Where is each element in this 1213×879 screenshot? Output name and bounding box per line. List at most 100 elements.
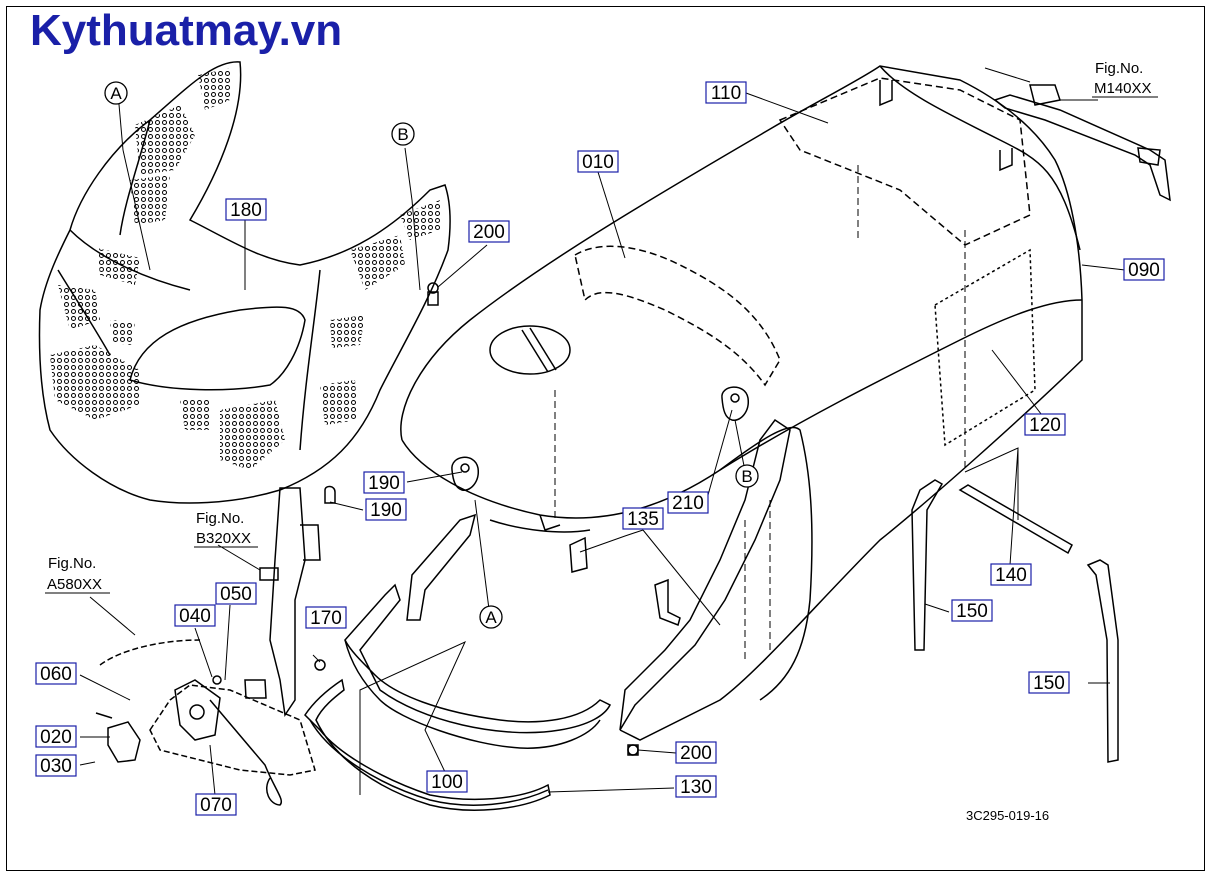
part-number-box	[468, 220, 510, 243]
part-number: 150	[1033, 673, 1065, 694]
part-number: 100	[431, 772, 463, 793]
part-number-label: 070	[195, 793, 237, 816]
part-number-box	[35, 754, 77, 777]
fig-ref-line2: M140XX	[1094, 80, 1152, 97]
front-grille	[38, 61, 451, 504]
part-number: 200	[473, 222, 505, 243]
part-number-box	[675, 741, 717, 764]
hood-body	[400, 65, 1083, 741]
part-number-label: 010	[577, 150, 619, 173]
part-number-label: 020	[35, 725, 77, 748]
part-number: 130	[680, 777, 712, 798]
part-number: 060	[40, 664, 72, 685]
fig-ref-line1: Fig.No.	[48, 555, 96, 572]
seal-strip-150-left	[911, 479, 944, 651]
part-number-box	[365, 498, 407, 521]
part-number-label: 150	[951, 599, 993, 622]
callout-A-top: A	[104, 81, 128, 105]
part-number-box	[174, 604, 216, 627]
part-number: 180	[230, 200, 262, 221]
part-number-box	[35, 662, 77, 685]
part-number: 170	[310, 608, 342, 629]
part-number-box	[1024, 413, 1066, 436]
part-number: 200	[680, 743, 712, 764]
latch-assembly	[95, 639, 326, 806]
part-number-box	[990, 563, 1032, 586]
fig-ref-line1: Fig.No.	[1095, 60, 1143, 77]
part-number: 135	[627, 509, 659, 530]
bracket-assembly	[244, 485, 336, 718]
part-number-label: 135	[622, 507, 664, 530]
part-number-box	[1123, 258, 1165, 281]
part-number-label: 030	[35, 754, 77, 777]
diagram-code: 3C295-019-16	[966, 808, 1049, 823]
watermark-logo: Kythuatmay.vn	[30, 6, 343, 55]
fig-ref-line2: A580XX	[47, 576, 102, 593]
part-number-label: 090	[1123, 258, 1165, 281]
part-number-box	[1028, 671, 1070, 694]
fig-ref-b320: Fig.No. B320XX	[194, 510, 258, 548]
part-number-label: 190	[365, 498, 407, 521]
part-number: 190	[368, 473, 400, 494]
part-number-box	[675, 775, 717, 798]
grommet-right	[721, 386, 749, 421]
part-number-box	[577, 150, 619, 173]
hinge-hardware	[993, 84, 1171, 202]
callout-letter: B	[397, 125, 408, 144]
part-number: 190	[370, 500, 402, 521]
part-number-box	[951, 599, 993, 622]
callout-letter: A	[110, 84, 122, 103]
part-number-label: 140	[990, 563, 1032, 586]
part-number: 140	[995, 565, 1027, 586]
fig-ref-m140: Fig.No. M140XX	[1092, 60, 1158, 98]
part-number-label: 100	[426, 770, 468, 793]
part-number-label: 150	[1028, 671, 1070, 694]
part-number-box	[667, 491, 709, 514]
part-number-label: 200	[675, 741, 717, 764]
part-number: 150	[956, 601, 988, 622]
part-number-box	[215, 582, 257, 605]
part-number: 040	[179, 606, 211, 627]
seal-strip-150-right	[1086, 559, 1119, 763]
part-number: 120	[1029, 415, 1061, 436]
part-number: 050	[220, 584, 252, 605]
callout-letter: A	[485, 608, 497, 627]
part-number-label: 190	[363, 471, 405, 494]
fig-ref-line2: B320XX	[196, 530, 251, 547]
fig-ref-a580: Fig.No. A580XX	[45, 555, 110, 594]
part-number: 070	[200, 795, 232, 816]
part-number: 110	[711, 83, 741, 104]
part-number-label: 120	[1024, 413, 1066, 436]
callout-B-bottom: B	[735, 464, 759, 488]
part-number-label: 180	[225, 198, 267, 221]
part-number: 210	[672, 493, 704, 514]
rubber-strip-130	[304, 678, 551, 811]
grommet-left	[451, 456, 479, 491]
part-number-box	[35, 725, 77, 748]
part-number-box	[305, 606, 347, 629]
part-number-label: 050	[215, 582, 257, 605]
part-number-label: 170	[305, 606, 347, 629]
part-number-box	[363, 471, 405, 494]
fasteners	[427, 282, 639, 756]
part-number-label: 040	[174, 604, 216, 627]
part-number: 010	[582, 152, 614, 173]
part-labels: 110 010 180 200 090 120 190 210 190 135 140 050 040 1…	[35, 81, 1165, 816]
part-number-box	[622, 507, 664, 530]
lower-frame	[344, 418, 791, 749]
seal-strip-140	[958, 484, 1073, 555]
leader-lines	[79, 67, 1126, 796]
part-number-label: 110	[705, 81, 747, 104]
callout-letter: B	[741, 467, 752, 486]
fig-ref-line1: Fig.No.	[196, 510, 244, 527]
part-number-label: 210	[667, 491, 709, 514]
part-number-label: 060	[35, 662, 77, 685]
part-number-box	[225, 198, 267, 221]
diagram-frame	[6, 6, 1205, 871]
part-number: 030	[40, 756, 72, 777]
part-number: 090	[1128, 260, 1160, 281]
part-number: 020	[40, 727, 72, 748]
callout-B-top: B	[391, 122, 415, 146]
callout-A-bottom: A	[479, 605, 503, 629]
